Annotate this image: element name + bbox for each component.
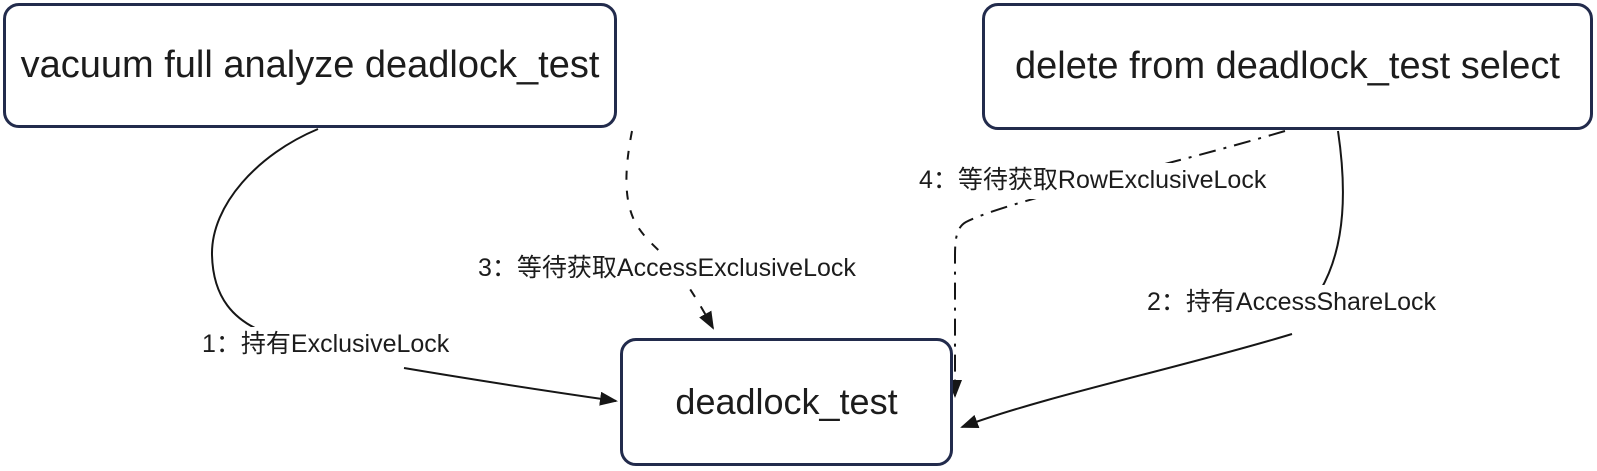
edge-1-curve-upper xyxy=(210,128,319,336)
edge-2-curve-upper xyxy=(1319,130,1344,292)
node-delete-label: delete from deadlock_test select xyxy=(1015,45,1560,87)
node-vacuum-label: vacuum full analyze deadlock_test xyxy=(20,44,600,86)
node-delete-session[interactable]: delete from deadlock_test select xyxy=(982,3,1593,130)
edge-label-holds-exclusivelock: 1：持有ExclusiveLock xyxy=(199,327,453,363)
edge-3-dashed-arrow xyxy=(625,130,714,330)
edge-label-waiting-accessexclusivelock: 3：等待获取AccessExclusiveLock xyxy=(475,251,859,287)
edge-4-dashdot-arrow xyxy=(948,130,1286,398)
node-deadlock-test-label: deadlock_test xyxy=(675,381,898,422)
edge-1-arrow xyxy=(403,367,618,406)
node-vacuum-session[interactable]: vacuum full analyze deadlock_test xyxy=(3,3,617,128)
node-deadlock-test-table[interactable]: deadlock_test xyxy=(620,338,953,466)
edge-2-arrow xyxy=(960,333,1293,428)
edge-label-waiting-rowexclusivelock: 4：等待获取RowExclusiveLock xyxy=(916,163,1270,199)
edge-label-holds-accesssharelock: 2：持有AccessShareLock xyxy=(1144,285,1440,321)
